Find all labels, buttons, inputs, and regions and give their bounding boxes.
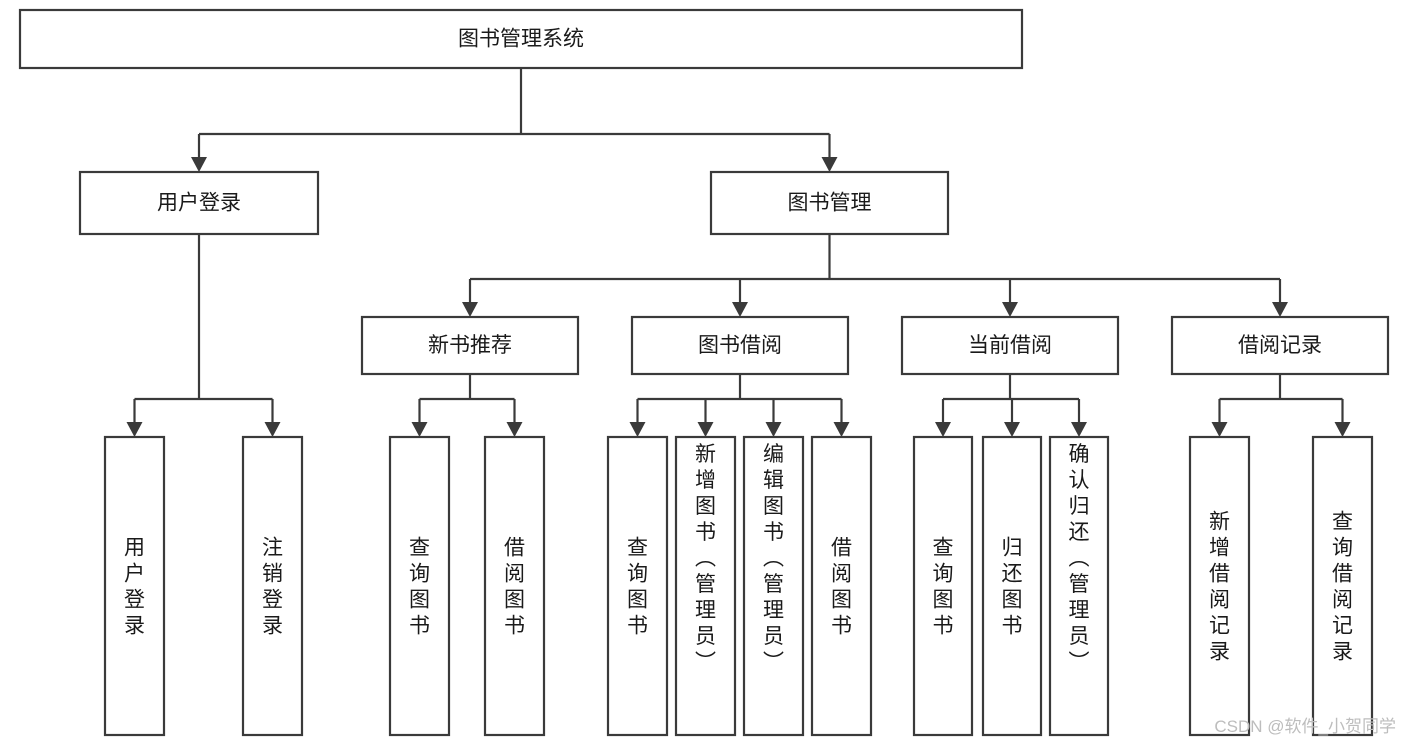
node-box[interactable] [1311,435,1374,737]
node-box[interactable] [388,435,451,737]
node-label: 新增借阅记录 [1209,510,1230,663]
node-box[interactable] [630,315,850,376]
node-label: 图书借阅 [698,334,782,357]
node-leaf_5[interactable]: 新增图书︵管理员︶ [674,435,737,737]
node-box[interactable] [674,435,737,737]
node-leaf_1[interactable]: 注销登录 [241,435,304,737]
node-box[interactable] [900,315,1120,376]
node-box[interactable] [483,435,546,737]
connector-group [1211,374,1351,437]
node-box[interactable] [709,170,950,236]
csdn-watermark: CSDN @软件_小贺同学 [1214,717,1396,736]
node-l1_1[interactable]: 图书管理 [709,170,950,236]
node-leaf_3[interactable]: 借阅图书 [483,435,546,737]
node-label: 查询借阅记录 [1332,510,1353,663]
node-label: 新增图书︵管理员︶ [695,443,716,674]
node-label: 编辑图书︵管理员︶ [763,443,784,674]
node-box[interactable] [912,435,974,737]
node-label: 查询图书 [933,536,954,637]
node-box[interactable] [241,435,304,737]
node-box[interactable] [103,435,166,737]
node-leaf_8[interactable]: 查询图书 [912,435,974,737]
node-root[interactable]: 图书管理系统 [18,8,1024,70]
connector-group [126,234,281,437]
node-label: 借阅图书 [504,536,525,637]
node-box[interactable] [78,170,320,236]
connector-group [629,374,850,437]
node-label: 图书管理 [788,192,872,215]
node-leaf_2[interactable]: 查询图书 [388,435,451,737]
node-leaf_0[interactable]: 用户登录 [103,435,166,737]
nodes-layer: 图书管理系统用户登录图书管理新书推荐图书借阅当前借阅借阅记录用户登录注销登录查询… [18,8,1390,737]
node-box[interactable] [606,435,669,737]
node-box[interactable] [1048,435,1110,737]
node-label: 借阅图书 [831,536,852,637]
node-leaf_9[interactable]: 归还图书 [981,435,1043,737]
node-label: 借阅记录 [1238,334,1322,357]
node-label: 归还图书 [1002,536,1023,637]
node-box[interactable] [1188,435,1251,737]
node-box[interactable] [1170,315,1390,376]
node-leaf_4[interactable]: 查询图书 [606,435,669,737]
node-l2_2[interactable]: 当前借阅 [900,315,1120,376]
node-label: 当前借阅 [968,334,1052,357]
node-l2_1[interactable]: 图书借阅 [630,315,850,376]
node-box[interactable] [981,435,1043,737]
node-label: 图书管理系统 [458,28,584,51]
node-box[interactable] [360,315,580,376]
connector-group [935,374,1087,437]
connector-group [462,234,1288,317]
node-label: 新书推荐 [428,334,512,357]
node-l2_3[interactable]: 借阅记录 [1170,315,1390,376]
node-label: 查询图书 [409,536,430,637]
node-box[interactable] [18,8,1024,70]
node-label: 用户登录 [157,192,241,215]
node-l2_0[interactable]: 新书推荐 [360,315,580,376]
node-box[interactable] [810,435,873,737]
node-leaf_6[interactable]: 编辑图书︵管理员︶ [742,435,805,737]
connector-group [191,68,838,172]
connector-group [411,374,523,437]
node-leaf_11[interactable]: 新增借阅记录 [1188,435,1251,737]
node-box[interactable] [742,435,805,737]
node-label: 注销登录 [262,536,283,637]
node-l1_0[interactable]: 用户登录 [78,170,320,236]
node-leaf_12[interactable]: 查询借阅记录 [1311,435,1374,737]
node-label: 查询图书 [627,536,648,637]
connectors-layer [126,68,1351,437]
node-leaf_10[interactable]: 确认归还︵管理员︶ [1048,435,1110,737]
node-leaf_7[interactable]: 借阅图书 [810,435,873,737]
node-label: 确认归还︵管理员︶ [1069,443,1090,674]
node-label: 用户登录 [124,536,145,637]
